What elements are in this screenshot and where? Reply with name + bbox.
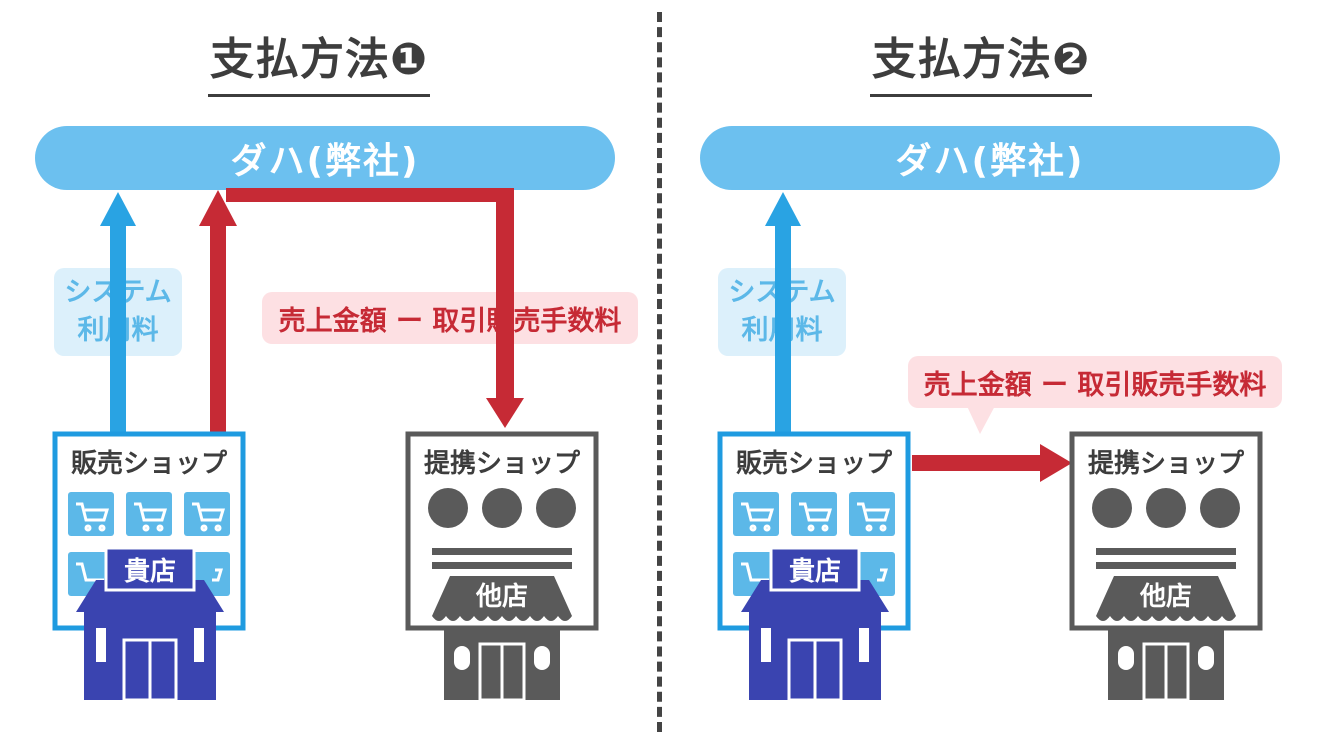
payout-arrow-left — [226, 188, 524, 428]
payment-method-1-title: 支払方法❶ — [208, 30, 431, 97]
system-fee-arrow-right — [765, 192, 801, 434]
cart-icon — [741, 502, 891, 582]
payment-amount-label-right: 売上金額 ー 取引販売手数料 — [908, 356, 1282, 408]
other-store-sign-left: 他店 — [475, 582, 528, 612]
panel-divider — [657, 12, 662, 732]
partner-shop-label-right: 提携ショップ — [1088, 448, 1245, 479]
label-tail-right — [966, 404, 996, 434]
transfer-arrow-right — [912, 444, 1072, 482]
payment-method-2-title: 支払方法❷ — [870, 30, 1093, 97]
cart-icon — [76, 502, 226, 582]
sales-up-arrow-left — [199, 190, 237, 434]
company-bar-left: ダハ(弊社) — [35, 126, 615, 190]
other-store-building-left: 他店 — [432, 576, 572, 702]
company-bar-right: ダハ(弊社) — [700, 126, 1280, 190]
partner-shop-label-left: 提携ショップ — [424, 448, 581, 479]
payment-amount-label-left: 売上金額 ー 取引販売手数料 — [262, 292, 638, 344]
other-store-building-right: 他店 — [1096, 576, 1236, 702]
other-store-sign-right: 他店 — [1139, 582, 1192, 612]
system-fee-arrow-left — [100, 192, 136, 434]
sales-shop-label-left: 販売ショップ — [71, 449, 228, 479]
your-store-sign-right: 貴店 — [789, 557, 841, 587]
your-store-building-left: 貴店 — [76, 546, 224, 702]
your-store-building-right: 貴店 — [741, 546, 889, 702]
your-store-sign-left: 貴店 — [124, 557, 176, 587]
sales-shop-label-right: 販売ショップ — [736, 449, 893, 479]
